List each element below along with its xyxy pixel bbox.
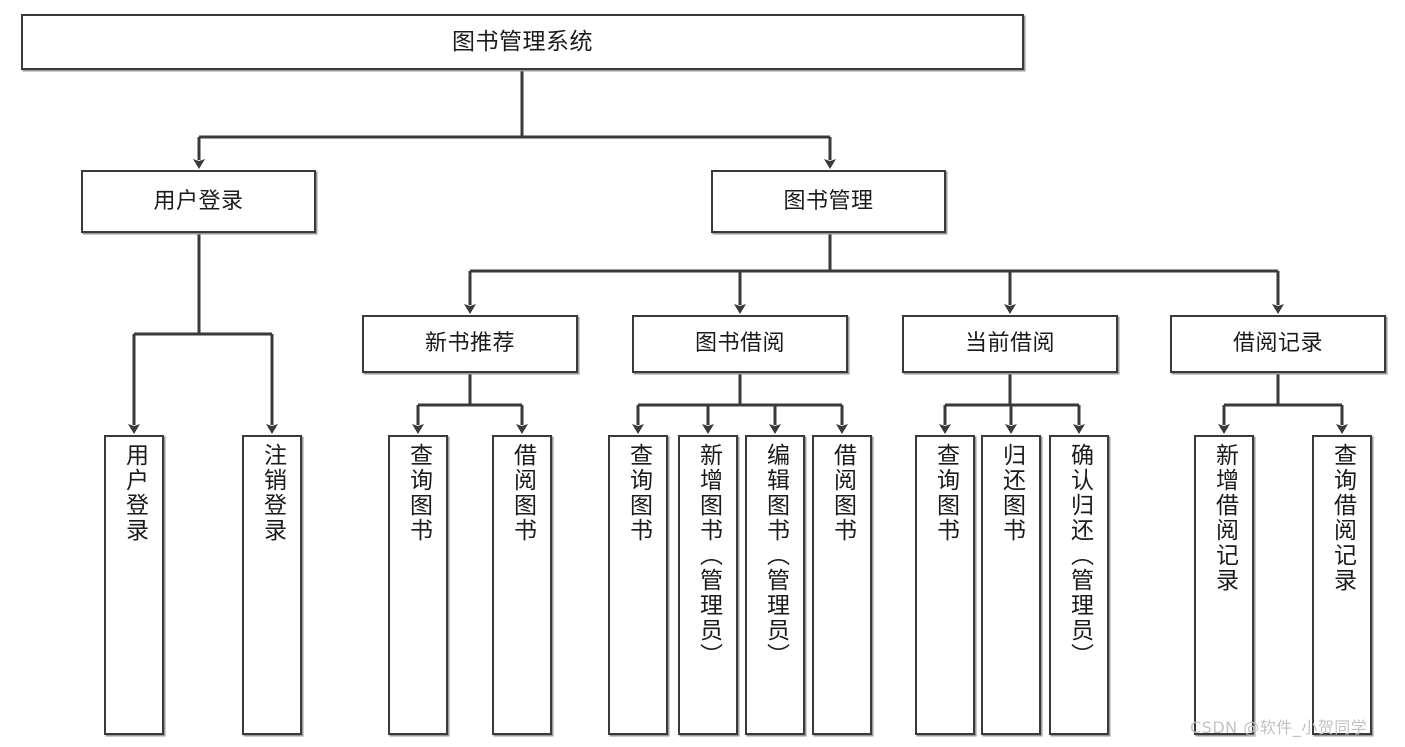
node-leaf-user-login[interactable]: 用户登录 bbox=[104, 435, 164, 735]
node-leaf-borrow-book[interactable]: 借阅图书 bbox=[812, 435, 872, 735]
node-label: 新增图书（管理员） bbox=[695, 443, 722, 668]
node-label: 归还图书 bbox=[998, 443, 1025, 543]
node-leaf-return-book[interactable]: 归还图书 bbox=[981, 435, 1041, 735]
node-user-login[interactable]: 用户登录 bbox=[81, 170, 316, 233]
node-label: 用户登录 bbox=[121, 443, 148, 543]
node-label: 借阅图书 bbox=[829, 443, 856, 543]
node-label: 查询图书 bbox=[405, 443, 432, 543]
node-book-management[interactable]: 图书管理 bbox=[711, 170, 946, 233]
node-label: 当前借阅 bbox=[964, 331, 1055, 357]
csdn-watermark: CSDN @软件_小贺同学 bbox=[1190, 718, 1368, 737]
node-root-book-management-system[interactable]: 图书管理系统 bbox=[21, 14, 1024, 70]
node-leaf-add-book-admin[interactable]: 新增图书（管理员） bbox=[678, 435, 738, 735]
node-current-borrow[interactable]: 当前借阅 bbox=[902, 315, 1118, 373]
node-leaf-confirm-return-admin[interactable]: 确认归还（管理员） bbox=[1049, 435, 1109, 735]
node-label: 查询图书 bbox=[932, 443, 959, 543]
node-label: 图书借阅 bbox=[694, 331, 785, 357]
node-new-book-recommend[interactable]: 新书推荐 bbox=[362, 315, 578, 373]
node-leaf-query-book-current[interactable]: 查询图书 bbox=[915, 435, 975, 735]
node-borrow-record[interactable]: 借阅记录 bbox=[1170, 315, 1386, 373]
node-label: 借阅图书 bbox=[509, 443, 536, 543]
node-label: 用户登录 bbox=[153, 188, 244, 214]
node-label: 图书管理系统 bbox=[452, 28, 593, 55]
node-leaf-add-borrow-record[interactable]: 新增借阅记录 bbox=[1194, 435, 1254, 735]
node-leaf-logout[interactable]: 注销登录 bbox=[242, 435, 302, 735]
node-leaf-query-borrow-record[interactable]: 查询借阅记录 bbox=[1312, 435, 1372, 735]
node-label: 新增借阅记录 bbox=[1211, 443, 1238, 593]
node-label: 图书管理 bbox=[783, 188, 874, 214]
node-label: 编辑图书（管理员） bbox=[762, 443, 789, 668]
node-label: 查询借阅记录 bbox=[1329, 443, 1356, 593]
node-label: 确认归还（管理员） bbox=[1066, 443, 1093, 668]
node-leaf-borrow-book-recommend[interactable]: 借阅图书 bbox=[492, 435, 552, 735]
node-leaf-query-book-borrow[interactable]: 查询图书 bbox=[608, 435, 668, 735]
node-label: 注销登录 bbox=[259, 443, 286, 543]
node-label: 查询图书 bbox=[625, 443, 652, 543]
node-leaf-query-book-recommend[interactable]: 查询图书 bbox=[388, 435, 448, 735]
node-leaf-edit-book-admin[interactable]: 编辑图书（管理员） bbox=[745, 435, 805, 735]
node-label: 借阅记录 bbox=[1232, 331, 1323, 357]
node-book-borrow[interactable]: 图书借阅 bbox=[632, 315, 848, 373]
node-label: 新书推荐 bbox=[424, 331, 515, 357]
